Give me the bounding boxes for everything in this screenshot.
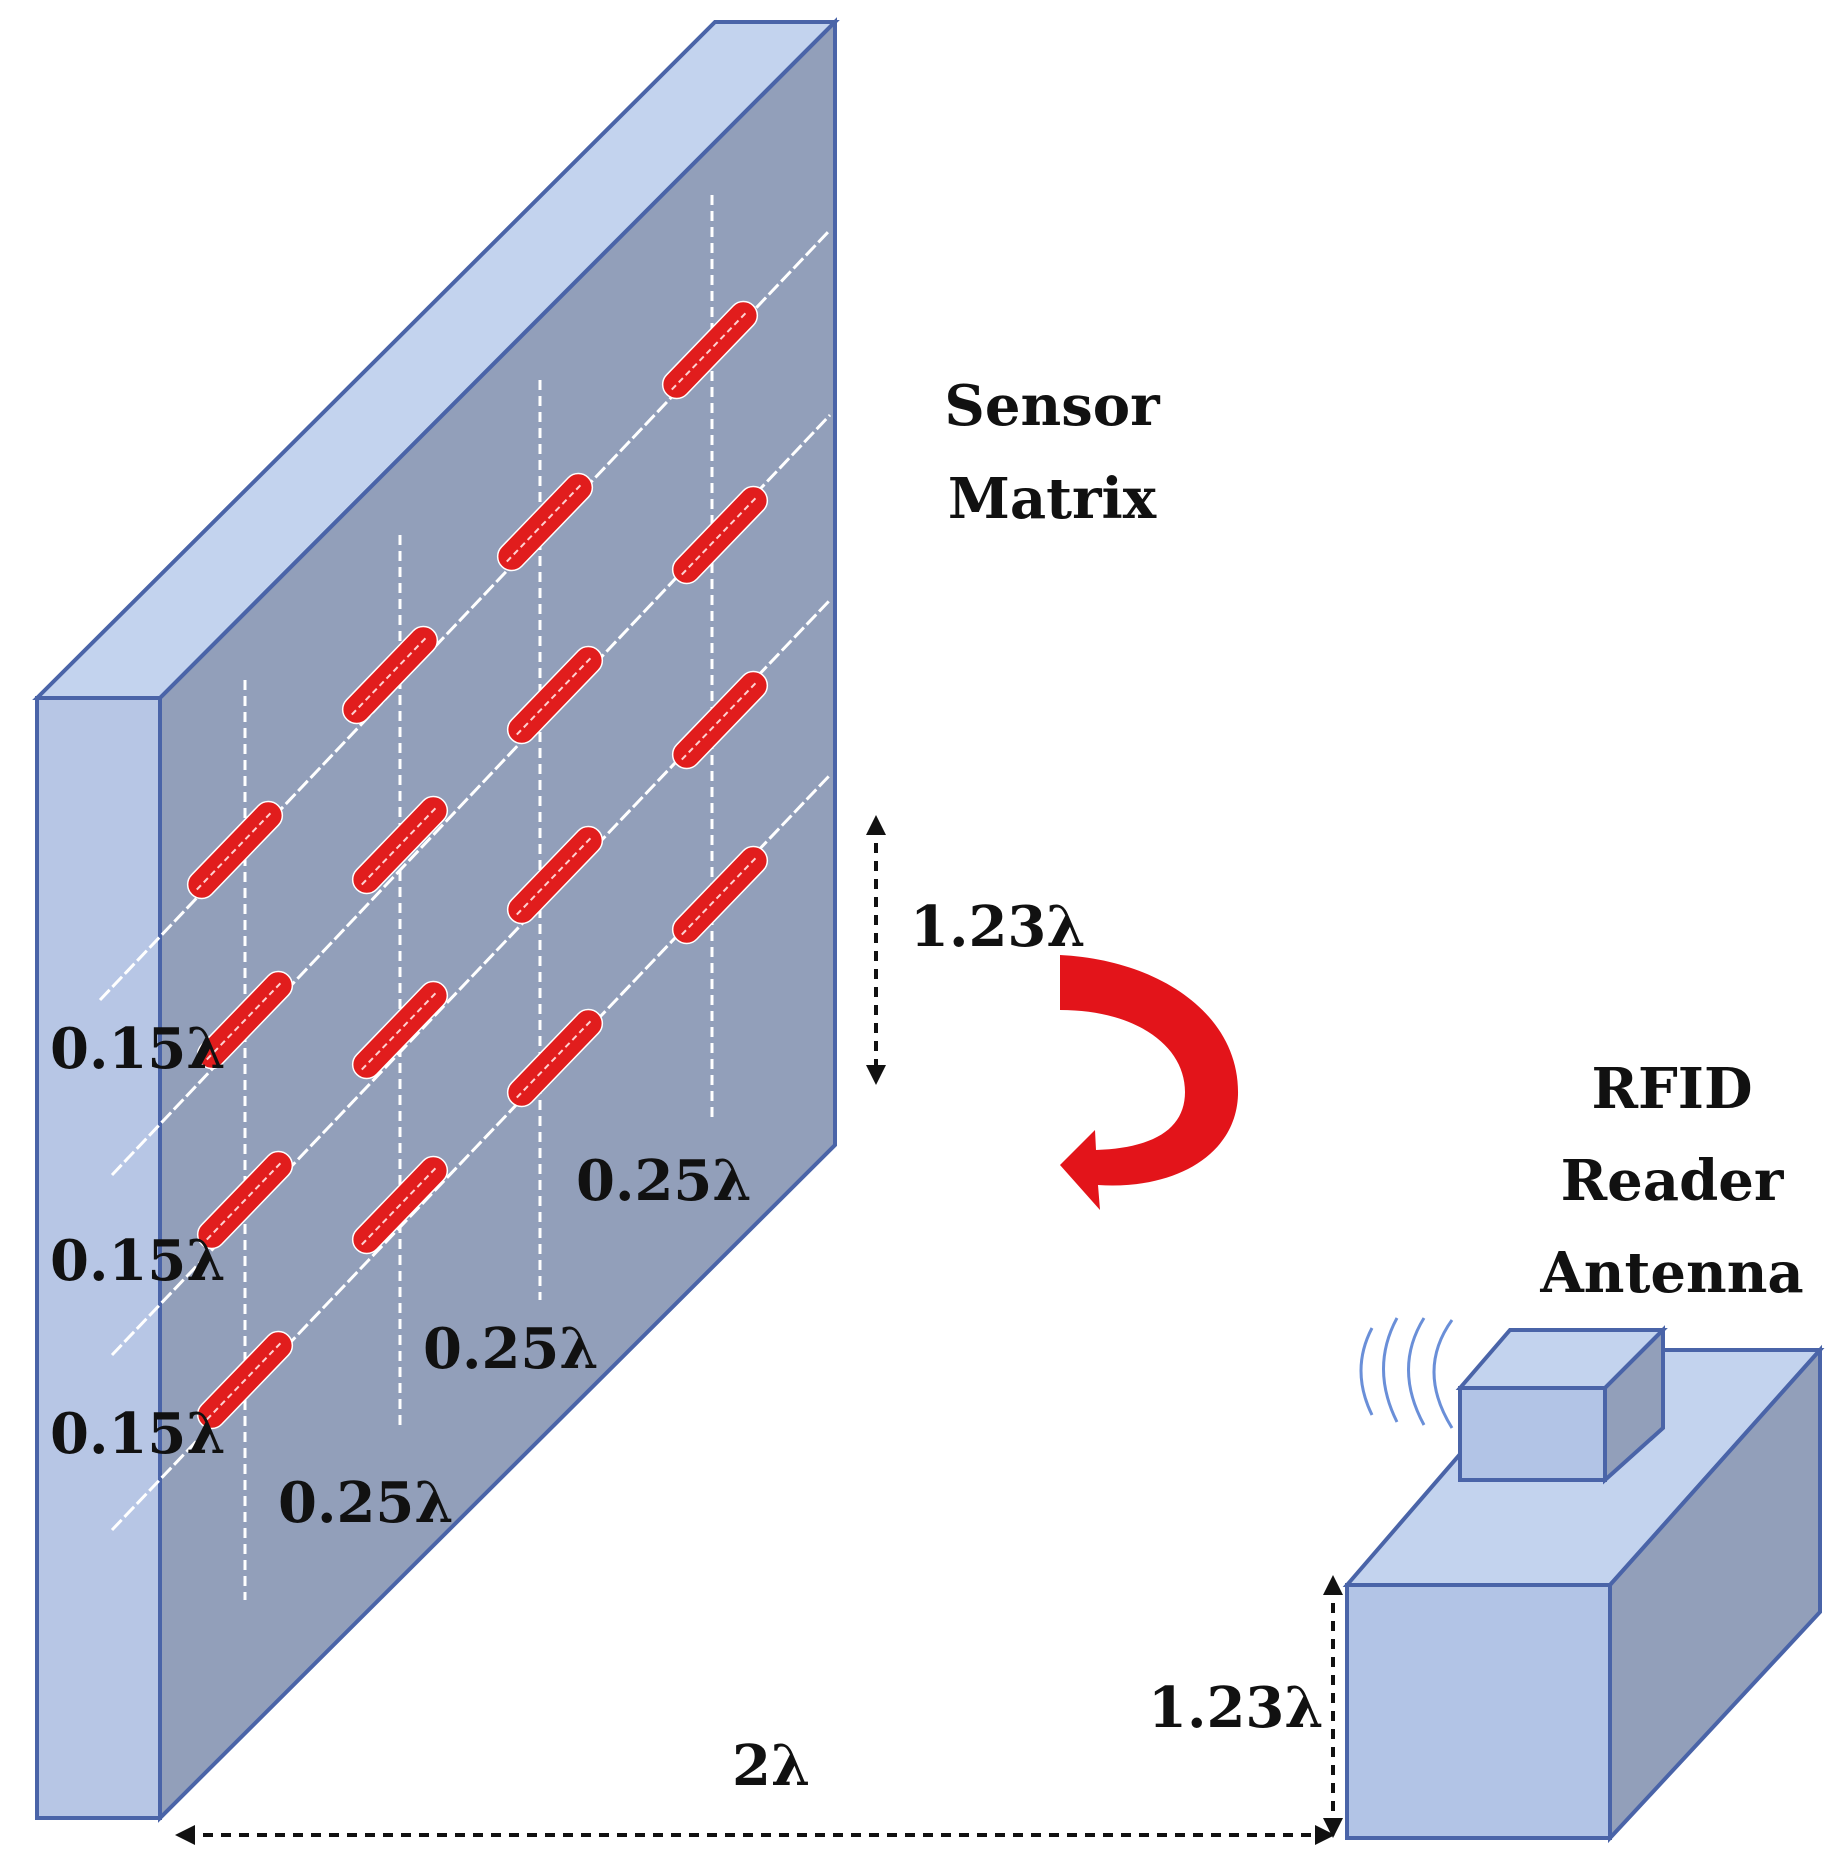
sensor-element <box>506 1008 604 1108</box>
sensor-element <box>496 472 594 572</box>
row-spacing-label-1: 0.15λ <box>50 1016 226 1082</box>
sensor-element <box>186 800 284 900</box>
sensor-element <box>671 670 769 770</box>
radio-waves-icon <box>1359 1317 1454 1429</box>
sensor-element <box>196 1330 294 1430</box>
distance-label: 2λ <box>732 1733 810 1799</box>
column-spacing-label-2: 0.25λ <box>423 1316 599 1382</box>
rfid-label-line-2: Reader <box>1561 1148 1785 1214</box>
column-spacing-label-1: 0.25λ <box>576 1148 752 1214</box>
sensor-element <box>671 845 769 945</box>
sensor-matrix-label-line-2: Matrix <box>948 466 1157 532</box>
panel-front-face <box>158 17 837 1823</box>
sensor-matrix-label-line-1: Sensor <box>944 373 1161 439</box>
sensor-element <box>661 300 759 400</box>
column-spacing-label-3: 0.25λ <box>278 1470 454 1536</box>
sensor-element <box>341 625 439 725</box>
sensor-matrix-elements <box>186 300 769 1430</box>
rfid-label-line-3: Antenna <box>1539 1240 1803 1306</box>
antenna-front-face <box>1458 1386 1607 1482</box>
sensor-height-label: 1.23λ <box>910 894 1086 960</box>
reader-front-face <box>1345 1583 1612 1840</box>
rfid-label-line-1: RFID <box>1591 1056 1752 1122</box>
row-spacing-label-2: 0.15λ <box>50 1228 226 1294</box>
sensor-element <box>196 970 294 1070</box>
sensor-element <box>351 1155 449 1255</box>
curved-arrow-icon <box>1060 955 1239 1210</box>
sensor-element <box>506 825 604 925</box>
sensor-matrix-label: Sensor Matrix <box>944 373 1161 532</box>
sensor-element <box>196 1150 294 1250</box>
sensor-element <box>351 795 449 895</box>
sensor-panel <box>32 17 840 1823</box>
sensor-element <box>671 485 769 585</box>
rfid-reader <box>1342 1317 1825 1844</box>
reader-height-label: 1.23λ <box>1148 1675 1324 1741</box>
sensor-element <box>351 980 449 1080</box>
sensor-element <box>506 645 604 745</box>
rfid-reader-label: RFID Reader Antenna <box>1539 1056 1803 1306</box>
row-spacing-label-3: 0.15λ <box>50 1401 226 1467</box>
